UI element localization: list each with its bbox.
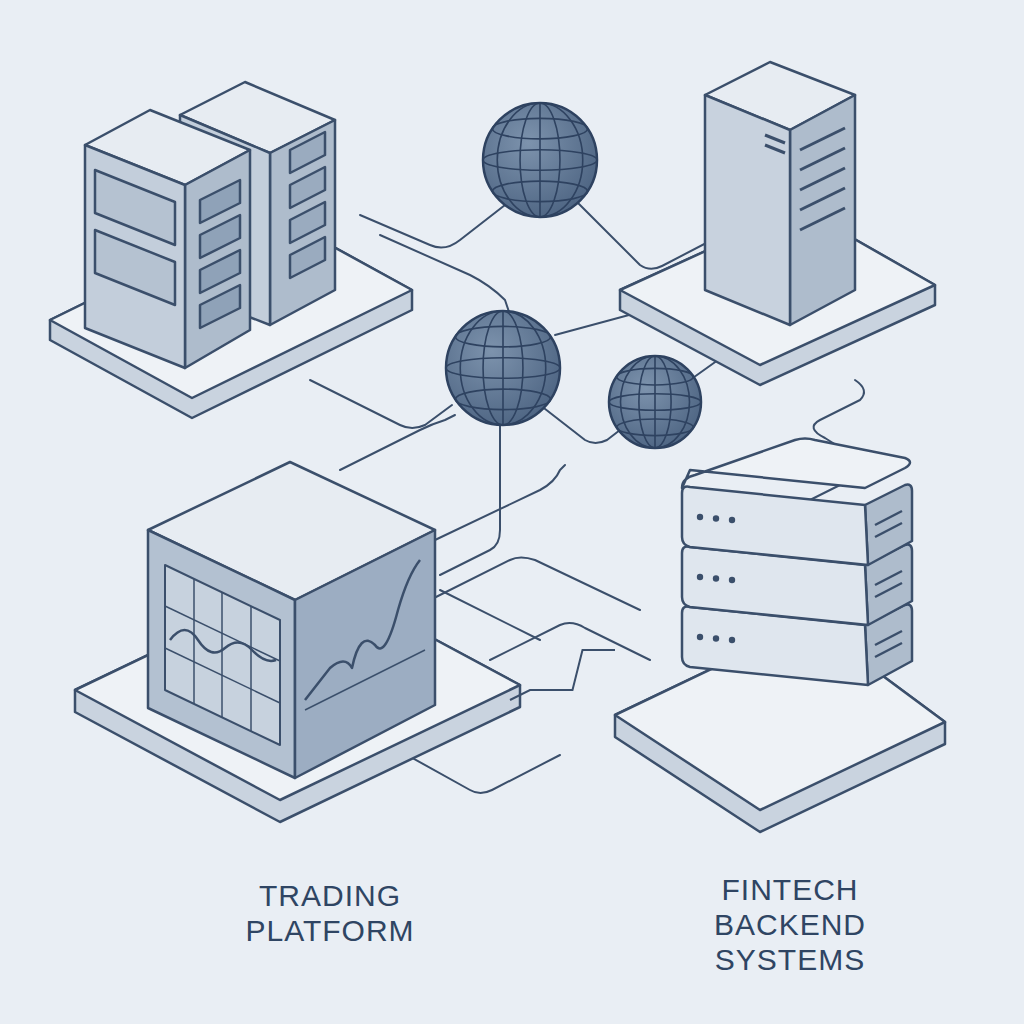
node-label: FINTECH BACKEND SYSTEMS [690, 872, 890, 977]
globe [609, 356, 701, 448]
globe [483, 103, 597, 217]
globe [446, 311, 560, 425]
backend-node: FINTECH BACKEND SYSTEMS [615, 455, 955, 987]
backend-server-stack [682, 439, 912, 686]
server-tower [180, 82, 335, 325]
trading-terminal-cube [148, 462, 435, 778]
node-label: TRADING PLATFORM [180, 878, 480, 948]
server-tower [85, 110, 250, 368]
globe-icons [446, 103, 701, 448]
connector [510, 650, 615, 700]
trading-platform-node: TRADING PLATFORM [60, 450, 530, 958]
server-tower [705, 62, 855, 325]
